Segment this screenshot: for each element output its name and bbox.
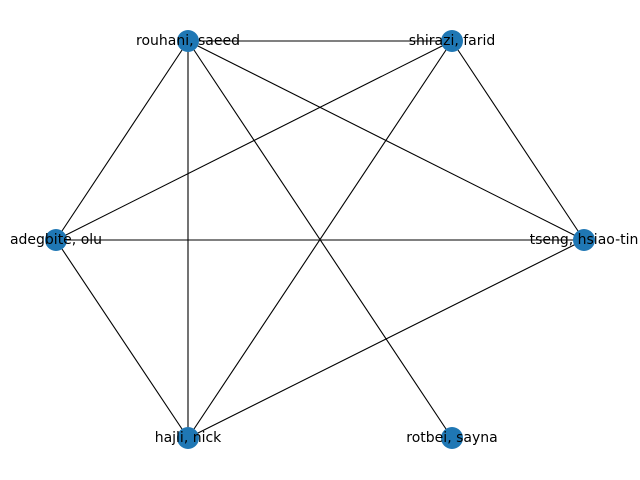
node-label-hajli: hajli, nick <box>155 430 222 446</box>
node-shirazi <box>441 30 463 52</box>
node-rotbei <box>441 427 463 449</box>
node-rouhani <box>177 30 199 52</box>
edge-shirazi-tseng <box>451 40 585 241</box>
edge-tseng-hajli <box>187 239 585 439</box>
node-label-shirazi: shirazi, farid <box>409 33 496 49</box>
edges-layer <box>55 40 585 439</box>
edge-rouhani-adegbite <box>55 40 189 241</box>
node-hajli <box>177 427 199 449</box>
node-adegbite <box>45 229 67 251</box>
node-tseng <box>573 229 595 251</box>
nodes-layer <box>45 30 595 449</box>
node-label-adegbite: adegbite, olu <box>10 232 102 248</box>
edge-shirazi-adegbite <box>55 40 453 241</box>
edge-adegbite-hajli <box>55 239 189 439</box>
node-label-rotbei: rotbei, sayna <box>406 430 497 446</box>
labels-layer: rouhani, saeed shirazi, farid adegbite, ol… <box>10 33 638 446</box>
node-label-rouhani: rouhani, saeed <box>136 33 240 49</box>
node-label-tseng: tseng, hsiao-tin <box>530 232 639 248</box>
